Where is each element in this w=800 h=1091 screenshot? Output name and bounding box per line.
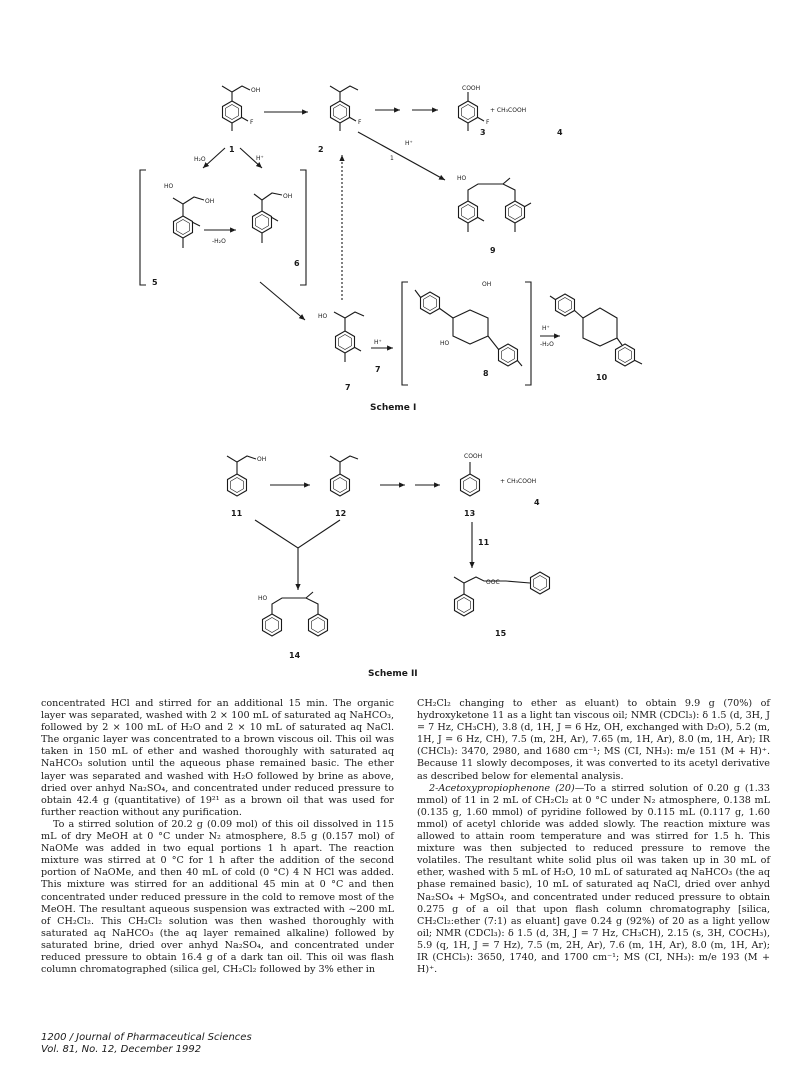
label-reagent-11: 11 — [478, 538, 490, 547]
label-compound-8: 8 — [483, 369, 489, 378]
reagent-h2o: H₂O — [194, 156, 206, 163]
label-compound-11: 11 — [231, 509, 243, 518]
label-compound-13: 13 — [464, 509, 475, 518]
atom-ho-8: HO — [440, 340, 450, 347]
branch-arrow-14 — [254, 519, 341, 549]
label-compound-14: 14 — [289, 651, 301, 660]
atom-oh-1: OH — [251, 87, 260, 94]
compound-9 — [457, 177, 532, 232]
compound-10 — [549, 293, 643, 367]
reagent-minus-h2o-10: -H₂O — [540, 341, 554, 348]
reagent-hplus-8: H⁺ — [374, 339, 382, 346]
compound-15 — [453, 571, 551, 617]
atom-cooh-13: COOH — [464, 453, 482, 460]
atom-ooc-15: OOC — [486, 579, 500, 586]
reagent-hplus-10: H⁺ — [542, 325, 550, 332]
label-compound-4: 4 — [557, 128, 563, 137]
reagent-one: 1 — [390, 155, 394, 162]
compound-12 — [329, 455, 359, 497]
paragraph: concentrated HCl and stirred for an addi… — [41, 698, 394, 818]
label-compound-7: 7 — [345, 383, 351, 392]
atom-ho-14: HO — [258, 595, 268, 602]
scheme1-caption: Scheme I — [370, 403, 416, 413]
page-footer: 1200 / Journal of Pharmaceutical Science… — [41, 1032, 252, 1056]
paragraph: CH₂Cl₂ changing to ether as eluant) to o… — [417, 698, 770, 782]
body-left-column: concentrated HCl and stirred for an addi… — [41, 698, 394, 976]
compound-6 — [251, 192, 283, 243]
scheme-figure: 1 2 3 4 5 6 7 7 8 9 10 H₂O H⁺ -H₂O 1 H⁺ … — [139, 85, 643, 679]
compound-2 — [329, 85, 359, 131]
label-compound-12: 12 — [335, 509, 346, 518]
footer-volume: Vol. 81, No. 12, December 1992 — [41, 1044, 202, 1055]
label-reagent-7: 7 — [375, 365, 381, 374]
scheme2-caption: Scheme II — [368, 669, 418, 679]
label-compound-6: 6 — [294, 259, 300, 268]
compound-3 — [457, 92, 485, 131]
atom-oh-6: OH — [283, 193, 292, 200]
body-right-column: CH₂Cl₂ changing to ether as eluant) to o… — [417, 698, 770, 976]
compound-14 — [261, 591, 329, 637]
atom-f-1a: F — [250, 119, 254, 126]
atom-ho-5: HO — [164, 183, 174, 190]
paragraph-text: —To a stirred solution of 0.20 g (1.33 m… — [417, 782, 771, 976]
paragraph-acetoxy: 2-Acetoxypropiophenone (20)—To a stirred… — [417, 783, 770, 977]
reaction-arrows — [202, 107, 560, 590]
label-compound-1: 1 — [229, 145, 235, 154]
atom-cooh-3: COOH — [462, 85, 480, 92]
label-compound-10: 10 — [596, 373, 608, 382]
compound-13 — [459, 462, 481, 497]
compound-11 — [226, 455, 257, 497]
compound-5 — [172, 196, 205, 248]
reagent-hplus: H⁺ — [256, 155, 264, 162]
atom-oh-11: OH — [257, 456, 266, 463]
byproduct-acetic-acid-2: + CH₃COOH — [500, 478, 536, 485]
atom-ho-7: HO — [318, 313, 328, 320]
byproduct-acetic-acid: + CH₃COOH — [490, 107, 526, 114]
label-compound-2: 2 — [318, 145, 324, 154]
label-compound-15: 15 — [495, 629, 507, 638]
atom-oh-8: OH — [482, 281, 491, 288]
compound-8 — [401, 281, 532, 386]
bracket-5-6 — [139, 169, 307, 286]
label-compound-4b: 4 — [534, 498, 540, 507]
label-compound-3: 3 — [480, 128, 486, 137]
atom-f-2a: F — [358, 119, 362, 126]
label-compound-9: 9 — [490, 246, 496, 255]
footer-journal: 1200 / Journal of Pharmaceutical Science… — [41, 1032, 252, 1043]
compound-7 — [333, 311, 365, 362]
reagent-minus-h2o: -H₂O — [212, 238, 226, 245]
label-compound-5: 5 — [152, 278, 158, 287]
atom-oh-5: OH — [205, 198, 214, 205]
section-heading: 2-Acetoxypropiophenone (20) — [429, 782, 575, 794]
reagent-hplus-9: H⁺ — [405, 140, 413, 147]
atom-ho-9: HO — [457, 175, 467, 182]
compound-1 — [221, 85, 251, 131]
paragraph: To a stirred solution of 20.2 g (0.09 mo… — [41, 818, 394, 976]
atom-f-3a: F — [486, 119, 490, 126]
